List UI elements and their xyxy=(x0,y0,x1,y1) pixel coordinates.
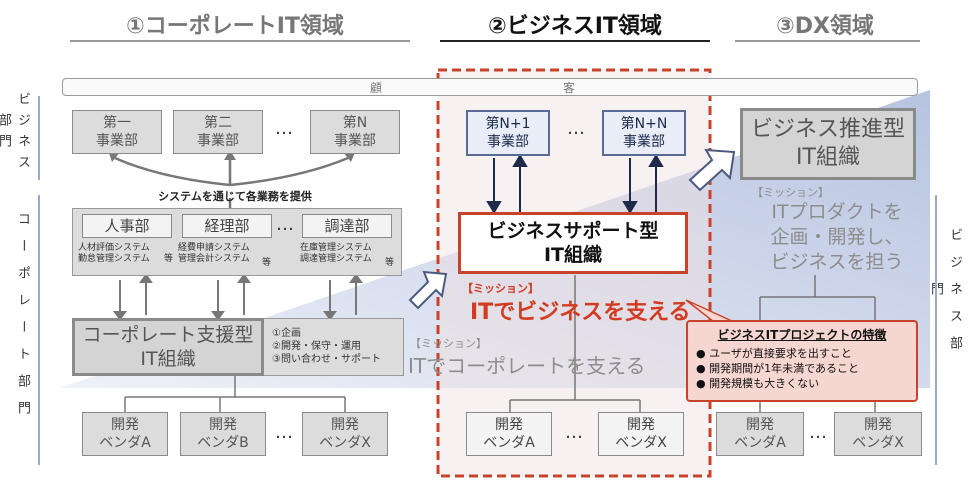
feature-item-1: ● ユーザが直接要求を出すこと xyxy=(696,347,852,360)
feature-box-title: ビジネスITプロジェクトの特徴 xyxy=(717,328,887,342)
progress-arrow-icon xyxy=(408,148,736,310)
admin-dept-procurement: 調達部 xyxy=(302,214,392,238)
side-divider-right xyxy=(935,195,937,465)
biz-vendor-a: 開発 ベンダA xyxy=(466,412,552,456)
admin-dept-ellipsis: … xyxy=(276,214,296,235)
feature-item-3: ● 開発規模も大きくない xyxy=(696,377,820,390)
business-mission-label: 【ミッション】 xyxy=(462,282,539,295)
corporate-org-notes: ①企画 ②開発・保守・運用 ③問い合わせ・サポート xyxy=(272,328,381,365)
corporate-mission-text: ITでコーポレートを支える xyxy=(408,354,646,378)
feature-item-1-text: ユーザが直接要求を出すこと xyxy=(709,347,852,360)
corporate-support-it-org: コーポレート支援型 IT組織 xyxy=(72,318,264,376)
biz-vendor-ellipsis: … xyxy=(565,422,585,443)
admin-dept-hr-etc: 等 xyxy=(164,254,174,264)
admin-dept-procurement-systems: 在庫管理システム 調達管理システム xyxy=(300,243,372,264)
admin-dept-hr: 人事部 xyxy=(82,214,172,238)
side-label-business-left: ビジネス部門 xyxy=(0,92,30,176)
corp-vendor-x: 開発 ベンダX xyxy=(302,412,388,456)
corp-vendor-a: 開発 ベンダA xyxy=(82,412,168,456)
section-line-business xyxy=(440,40,710,42)
customer-bar-left: 顧 xyxy=(370,81,383,95)
dx-mission-label: 【ミッション】 xyxy=(752,186,829,199)
biz-department-ellipsis: … xyxy=(567,118,587,139)
corporate-org-panel xyxy=(264,318,404,376)
corp-department-n: 第N 事業部 xyxy=(310,110,400,154)
corp-department-1: 第一 事業部 xyxy=(72,110,162,154)
side-divider-left-top xyxy=(38,96,40,180)
section-title-corporate: ①コーポレートIT領域 xyxy=(126,14,344,39)
section-title-business: ②ビジネスIT領域 xyxy=(488,14,662,39)
customer-bar xyxy=(62,78,918,96)
feature-item-3-text: 開発規模も大きくない xyxy=(709,377,820,390)
biz-department-nn: 第N+N 事業部 xyxy=(602,110,686,156)
corporate-mission-label: 【ミッション】 xyxy=(410,337,487,350)
business-support-it-org: ビジネスサポート型 IT組織 xyxy=(458,212,688,274)
customer-bar-right: 客 xyxy=(563,81,576,95)
business-it-feature-box: ビジネスITプロジェクトの特徴 ● ユーザが直接要求を出すこと ● 開発期間が1… xyxy=(686,320,918,402)
business-mission-text: ITでビジネスを支える xyxy=(470,300,691,325)
corp-vendor-b: 開発 ベンダB xyxy=(180,412,266,456)
dx-vendor-a: 開発 ベンダA xyxy=(716,412,804,456)
corp-department-ellipsis: … xyxy=(275,118,295,139)
admin-dept-hr-systems: 人材評価システム 勤怠管理システム xyxy=(78,243,150,264)
dx-vendor-ellipsis: … xyxy=(809,422,829,443)
admin-dept-procurement-etc: 等 xyxy=(385,258,395,268)
feature-item-2: ● 開発期間が1年未満であること xyxy=(696,362,859,375)
admin-dept-accounting-systems: 経費申請システム 管理会計システム xyxy=(178,243,250,264)
section-line-corporate xyxy=(70,40,410,42)
biz-vendor-x: 開発 ベンダX xyxy=(598,412,684,456)
feature-item-2-text: 開発期間が1年未満であること xyxy=(709,362,859,375)
dx-mission-text: ITプロダクトを 企画・開発し、 ビジネスを担う xyxy=(770,201,904,273)
admin-dept-accounting: 経理部 xyxy=(182,214,272,238)
provide-caption: システムを通じて各業務を提供 xyxy=(158,190,312,203)
business-promotion-it-org: ビジネス推進型 IT組織 xyxy=(740,108,916,180)
side-label-corporate-left: コーポレート部門 xyxy=(15,212,30,428)
corp-department-2: 第二 事業部 xyxy=(173,110,263,154)
biz-department-n1: 第N+1 事業部 xyxy=(466,110,550,156)
section-line-dx xyxy=(735,40,920,42)
dx-vendor-x: 開発 ベンダX xyxy=(834,412,922,456)
section-title-dx: ③DX領域 xyxy=(776,14,874,39)
admin-dept-accounting-etc: 等 xyxy=(262,258,272,268)
corp-vendor-ellipsis: … xyxy=(275,422,295,443)
side-divider-left-bottom xyxy=(38,195,40,465)
side-label-business-right: ビジネス部門 xyxy=(928,227,962,363)
